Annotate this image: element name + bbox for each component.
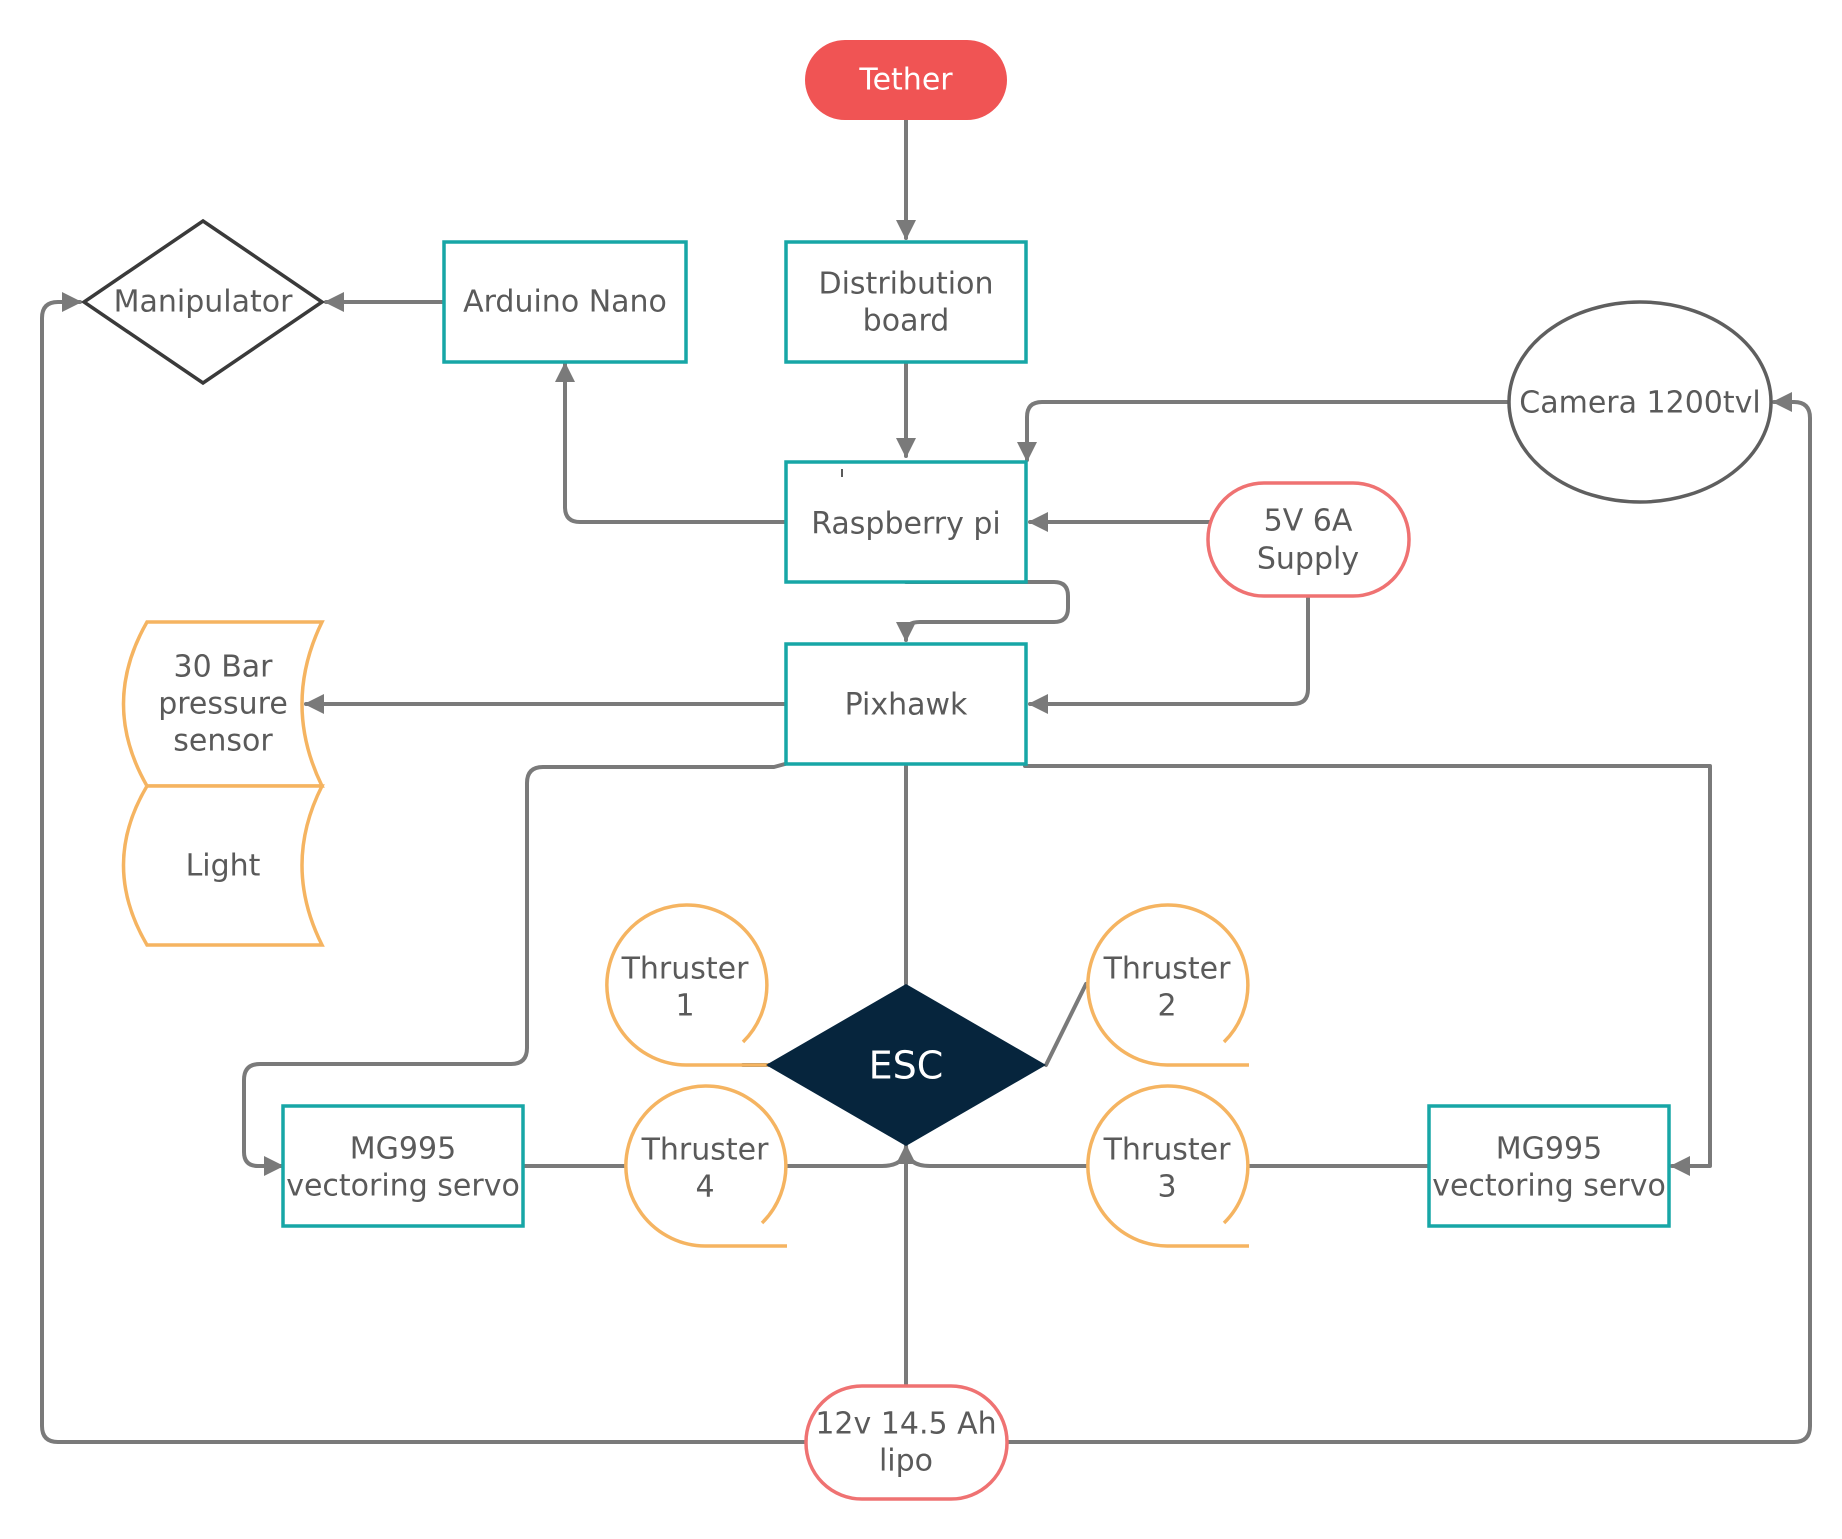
servo-left-node[interactable]: MG995 vectoring servo [281,1104,525,1228]
pressure-sensor-label-line3: sensor [173,724,273,759]
edge-supply-to-pixhawk [1028,596,1310,714]
supply-5v-node[interactable]: 5V 6A Supply [1206,481,1411,598]
edge-raspberry-to-arduino [555,362,787,524]
edge-pixhawk-to-servo-right [1023,764,1712,1176]
battery-label-line1: 12v 14.5 Ah [815,1407,996,1442]
servo-right-label-line1: MG995 [1496,1132,1602,1167]
camera-node[interactable]: Camera 1200tvl [1507,300,1773,504]
battery-node[interactable]: 12v 14.5 Ah lipo [804,1384,1009,1501]
edge-raspberry-to-pixhawk [896,580,1070,642]
manipulator-label: Manipulator [114,285,294,320]
thruster-1-node[interactable]: Thruster 1 [605,903,769,1067]
edge-pixhawk-to-servo-left [242,762,787,1176]
arduino-nano-node[interactable]: Arduino Nano [442,240,688,364]
light-node[interactable]: Light [121,784,325,947]
supply-5v-label-line2: Supply [1257,542,1359,577]
edge-camera-to-raspberry [1017,400,1509,462]
esc-node[interactable]: ESC [766,984,1046,1146]
servo-right-label-line2: vectoring servo [1432,1169,1666,1204]
arduino-nano-label: Arduino Nano [463,285,667,320]
battery-label-line2: lipo [879,1444,933,1479]
thruster-3-node[interactable]: Thruster 3 [1086,1084,1250,1248]
thruster-3-label-line2: 3 [1157,1170,1176,1205]
pressure-sensor-node[interactable]: 30 Bar pressure sensor [121,620,325,788]
pixhawk-node[interactable]: Pixhawk [784,642,1028,766]
edge-esc-to-thruster-4 [783,1144,908,1168]
pressure-sensor-label-line2: pressure [158,687,288,722]
distribution-board-label-line2: board [863,304,950,339]
thruster-1-label-line2: 1 [675,989,694,1024]
pressure-sensor-label-line1: 30 Bar [173,650,273,685]
edge-esc-to-thruster-2 [1044,982,1088,1067]
connectors [40,118,1812,1444]
thruster-4-node[interactable]: Thruster 4 [624,1084,788,1248]
thruster-2-label-line1: Thruster [1103,952,1232,987]
thruster-4-label-line2: 4 [695,1170,714,1205]
raspberry-pi-node[interactable]: Raspberry pi [784,460,1028,584]
pixhawk-label: Pixhawk [845,688,968,723]
edge-battery-to-camera [1005,392,1812,1444]
edge-esc-to-thruster-3 [904,1144,1089,1168]
thruster-3-label-line1: Thruster [1103,1133,1232,1168]
light-label: Light [186,849,261,884]
esc-label: ESC [869,1044,944,1088]
thruster-4-label-line1: Thruster [641,1133,770,1168]
tether-label: Tether [858,63,953,98]
servo-left-label-line1: MG995 [350,1132,456,1167]
servo-left-label-line2: vectoring servo [286,1169,520,1204]
supply-5v-label-line1: 5V 6A [1264,504,1353,539]
tether-node[interactable]: Tether [805,40,1007,120]
distribution-board-node[interactable]: Distribution board [784,240,1028,364]
thruster-2-label-line2: 2 [1157,989,1176,1024]
distribution-board-label-line1: Distribution [818,267,993,302]
servo-right-node[interactable]: MG995 vectoring servo [1427,1104,1671,1228]
thruster-1-label-line1: Thruster [621,952,750,987]
raspberry-pi-label: Raspberry pi [811,507,1001,542]
edge-battery-to-manipulator [40,292,809,1444]
thruster-2-node[interactable]: Thruster 2 [1086,903,1250,1067]
manipulator-node[interactable]: Manipulator [80,218,326,386]
camera-label: Camera 1200tvl [1519,386,1760,421]
